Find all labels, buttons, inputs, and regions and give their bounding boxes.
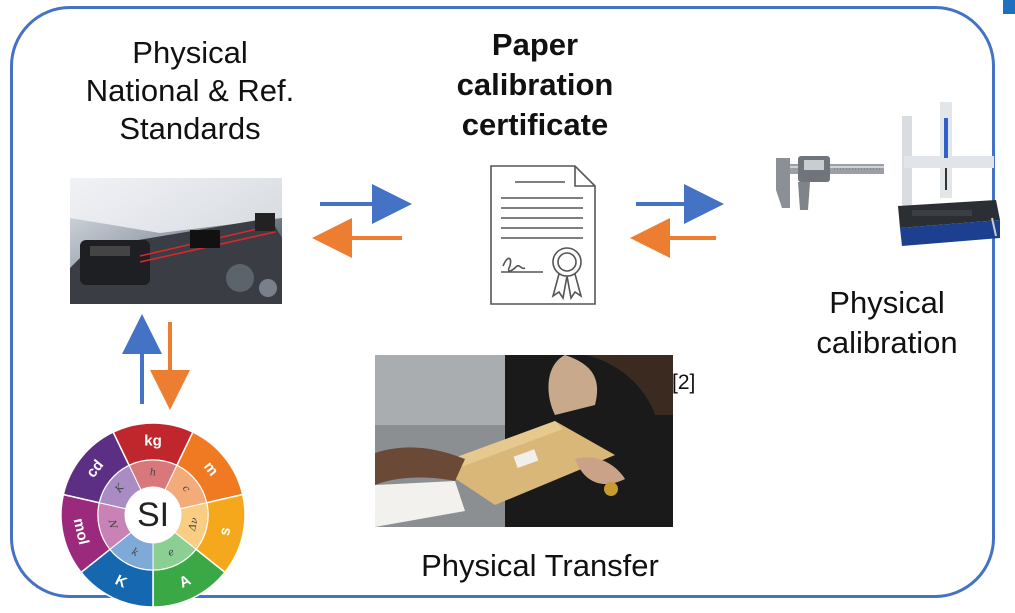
reference-marker: [2] — [672, 371, 696, 394]
si-unit-label: kg — [144, 433, 162, 450]
standards-label: Physical National & Ref. Standards — [30, 34, 350, 148]
certificate-label: Paper calibration certificate — [405, 25, 665, 145]
si-center-label: SI — [137, 496, 169, 534]
si-constant-label: N — [105, 518, 118, 531]
physical-transfer-label: Physical Transfer — [421, 548, 659, 583]
si-center — [125, 487, 181, 543]
si-constant-label: c — [180, 483, 192, 495]
si-constant-label: h — [150, 468, 156, 479]
si-constant-label: k — [130, 547, 140, 560]
certificate-label-line3: certificate — [461, 107, 609, 142]
certificate-label-line1: Paper — [491, 27, 579, 62]
caliper-photo — [770, 150, 886, 214]
physical-calibration-label: Physical calibration — [782, 283, 992, 363]
coordinate-measuring-machine-photo — [892, 98, 1002, 250]
standards-label-line3: Standards — [119, 111, 261, 146]
certificate-label-line2: calibration — [456, 67, 614, 102]
si-unit-label: s — [216, 526, 234, 538]
si-unit-label: mol — [70, 517, 93, 547]
corner-mark — [1003, 0, 1015, 14]
envelope-handover-photo — [375, 355, 673, 527]
physical-calibration-label-line1: Physical — [829, 285, 945, 320]
si-constant-label: Δν — [187, 517, 201, 533]
standards-label-line2: National & Ref. — [85, 73, 295, 108]
certificate-icon — [487, 162, 599, 308]
standards-label-line1: Physical — [132, 35, 248, 70]
laser-interferometer-photo — [70, 178, 282, 304]
diagram-frame — [10, 6, 995, 598]
physical-calibration-label-line2: calibration — [816, 325, 958, 360]
si-constant-label: e — [166, 547, 176, 560]
